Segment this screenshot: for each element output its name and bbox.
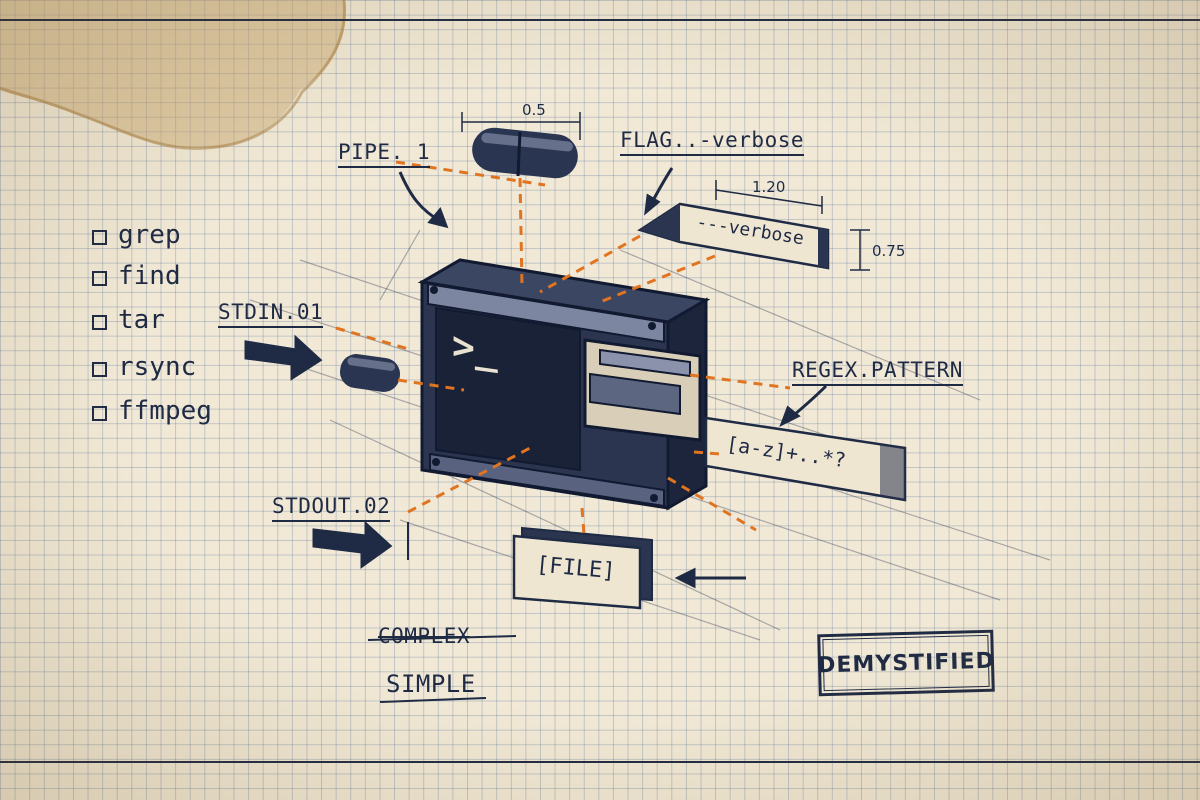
- checklist-item-grep: grep: [118, 220, 181, 250]
- pipe-label: PIPE. 1: [338, 140, 431, 168]
- flag-width-dim: 1.20: [752, 178, 786, 196]
- pipe-cylinder: [472, 127, 578, 179]
- checklist-item-ffmpeg: ffmpeg: [118, 396, 212, 426]
- pipe-dimension: [461, 112, 581, 140]
- regex-title-label: REGEX.PATTERN: [792, 358, 963, 386]
- complex-label: COMPLEX: [378, 624, 471, 648]
- checkbox-rsync[interactable]: [92, 362, 107, 377]
- file-tag-shape: [512, 526, 653, 610]
- coffee-stain-rim: [0, 0, 347, 150]
- regex-tag-shape: [704, 416, 907, 502]
- checkbox-tar[interactable]: [92, 315, 107, 330]
- coffee-stain: [0, 0, 346, 149]
- checklist-item-tar: tar: [118, 305, 165, 335]
- stdout-label: STDOUT.02: [272, 494, 391, 522]
- flag-height-dim: 0.75: [872, 242, 906, 260]
- checkbox-find[interactable]: [92, 271, 107, 286]
- verbose-dimension: [715, 180, 870, 271]
- checklist-item-find: find: [118, 261, 181, 291]
- arrows: [244, 167, 828, 589]
- terminal-block: [417, 258, 711, 511]
- terminal-prompt: >_: [452, 322, 498, 374]
- checkbox-grep[interactable]: [92, 230, 107, 245]
- stdin-label: STDIN.01: [218, 300, 324, 328]
- pipe-width-dim: 0.5: [522, 101, 546, 119]
- checklist-item-rsync: rsync: [118, 352, 197, 382]
- ink-marks: [367, 522, 517, 703]
- demystified-stamp: DEMYSTIFIED: [817, 629, 995, 697]
- stdout-arrow: [312, 520, 393, 569]
- flag-label: FLAG..-verbose: [620, 128, 805, 156]
- stdin-cylinder: [339, 354, 401, 392]
- verbose-tag-shape: [637, 202, 830, 270]
- simple-label: SIMPLE: [386, 670, 476, 698]
- leader-lines: [335, 160, 791, 535]
- stdin-arrow: [244, 334, 323, 381]
- checkbox-ffmpeg[interactable]: [92, 406, 107, 421]
